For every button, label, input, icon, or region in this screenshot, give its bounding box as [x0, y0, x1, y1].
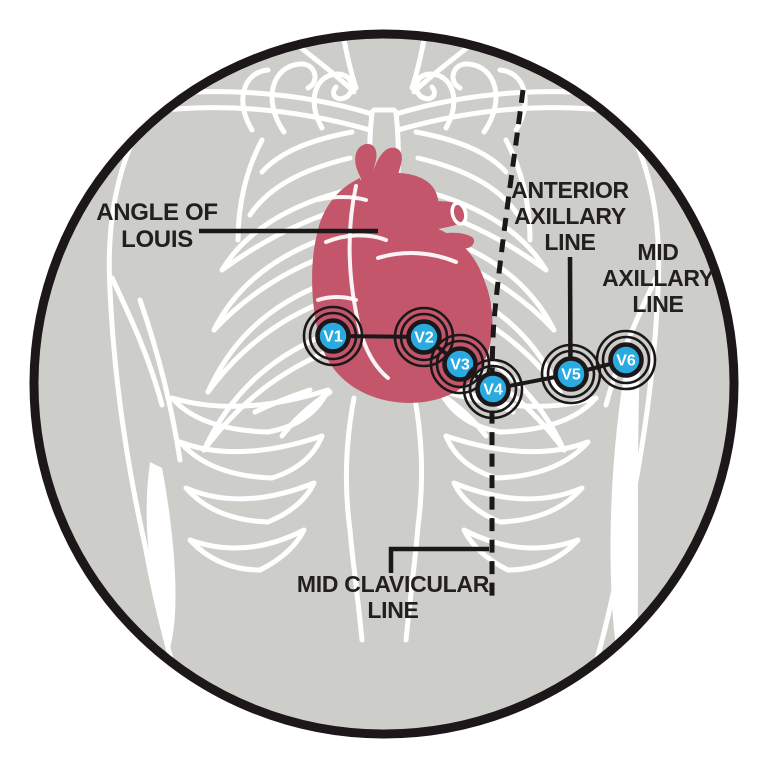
electrode-v5: V5: [540, 343, 602, 405]
label-mid-axillary-line3: LINE: [632, 291, 684, 317]
electrode-v2-label: V2: [414, 330, 434, 347]
label-angle-of-louis-line2: LOUIS: [121, 226, 193, 253]
label-anterior-axillary-line2: AXILLARY: [514, 203, 626, 229]
electrode-v3-label: V3: [450, 357, 470, 374]
label-mid-axillary-line2: AXILLARY: [602, 265, 714, 291]
electrode-v4-label: V4: [483, 382, 503, 399]
electrode-v3: V3: [429, 333, 491, 395]
chest-circle-border: [29, 29, 739, 739]
electrode-v4: V4: [462, 358, 524, 420]
label-angle-of-louis-line1: ANGLE OF: [96, 199, 218, 226]
electrode-v6: V6: [595, 329, 657, 391]
heart-illustration: [312, 143, 493, 403]
label-mid-axillary-line: MID AXILLARY LINE: [576, 239, 740, 317]
label-anterior-axillary-line: ANTERIOR AXILLARY LINE: [488, 177, 652, 255]
electrode-v1-label: V1: [323, 329, 343, 346]
label-mid-clavicular-line: MID CLAVICULAR LINE: [278, 571, 508, 623]
pulmonary-artery-opening: [450, 201, 468, 226]
label-anterior-axillary-line3: LINE: [544, 229, 596, 255]
label-mid-clavicular-line2: LINE: [367, 597, 419, 623]
label-mid-clavicular-line1: MID CLAVICULAR: [296, 571, 490, 597]
label-angle-of-louis: ANGLE OF LOUIS: [47, 199, 267, 253]
electrode-v5-label: V5: [561, 367, 581, 384]
electrode-v6-label: V6: [616, 353, 636, 370]
arm-torso-gaps: [146, 350, 640, 706]
label-mid-axillary-line1: MID: [637, 239, 679, 265]
label-anterior-axillary-line1: ANTERIOR: [511, 177, 629, 203]
electrode-v1: V1: [302, 305, 364, 367]
mid-clavicular-bracket: [388, 546, 489, 573]
anterior-axillary-leader-line: [567, 256, 573, 375]
